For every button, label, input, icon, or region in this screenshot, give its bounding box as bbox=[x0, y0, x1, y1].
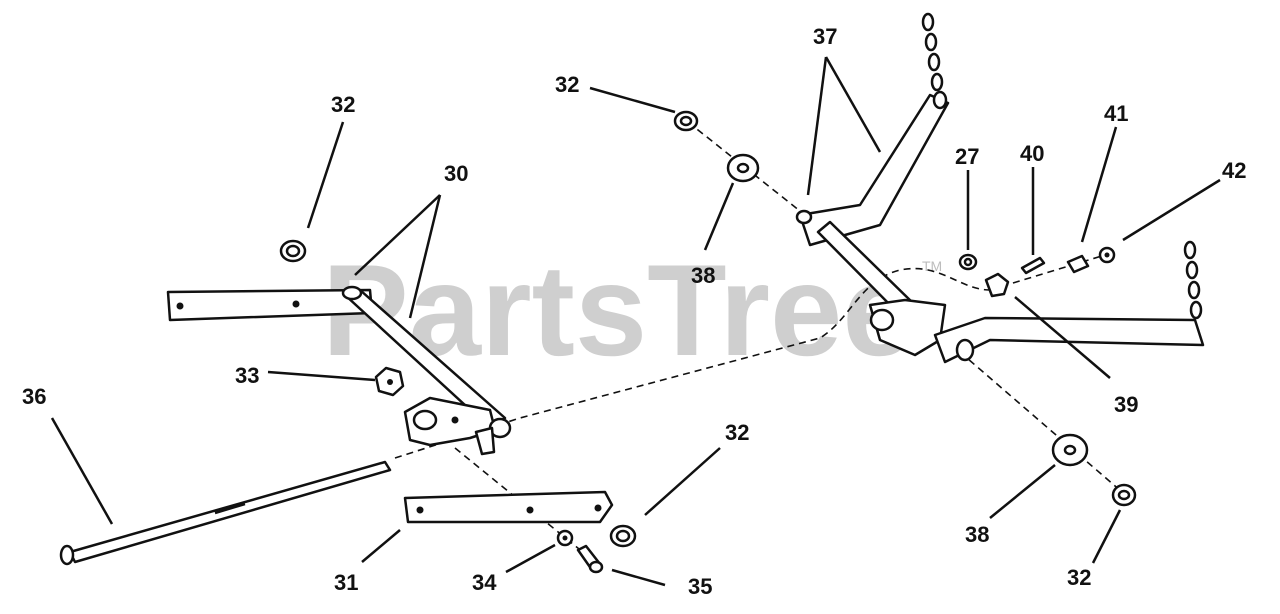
part-32-washer-upper-left bbox=[279, 239, 307, 263]
part-27-washer bbox=[958, 253, 978, 271]
part-33-hex-nut bbox=[374, 366, 405, 397]
part-32-washer-top-middle bbox=[673, 110, 699, 132]
part-38-washer-lower-right bbox=[1051, 433, 1089, 467]
callout-40: 40 bbox=[1020, 141, 1044, 166]
callout-32-upper-left: 32 bbox=[331, 92, 355, 117]
callout-30: 30 bbox=[444, 161, 468, 186]
callout-labels: 32 30 33 36 31 34 35 32 32 38 37 27 40 4… bbox=[22, 24, 1246, 599]
part-34-small-nut bbox=[556, 529, 574, 547]
part-41-bushing bbox=[1066, 254, 1090, 274]
part-39-block bbox=[984, 272, 1010, 298]
part-36-long-rod bbox=[59, 460, 392, 566]
part-30-rod bbox=[341, 285, 507, 430]
callout-27: 27 bbox=[955, 144, 979, 169]
part-37-upper-arm bbox=[795, 93, 950, 247]
part-42-nut bbox=[1098, 246, 1116, 264]
callout-31: 31 bbox=[334, 570, 358, 595]
part-38-washer-top bbox=[726, 153, 760, 183]
callout-32-lower-middle: 32 bbox=[725, 420, 749, 445]
callout-39: 39 bbox=[1114, 392, 1138, 417]
part-32-washer-lower-right bbox=[1111, 483, 1137, 507]
watermark-trademark: TM bbox=[922, 258, 942, 274]
part-37-lower-arm bbox=[933, 316, 1205, 364]
callout-35: 35 bbox=[688, 574, 712, 599]
part-31-bar bbox=[403, 490, 614, 524]
callout-38-top: 38 bbox=[691, 263, 715, 288]
callout-33: 33 bbox=[235, 363, 259, 388]
part-37-lower-chain bbox=[1183, 240, 1203, 320]
callout-34: 34 bbox=[472, 570, 497, 595]
part-35-bolt bbox=[576, 544, 604, 574]
callout-32-top-middle: 32 bbox=[555, 72, 579, 97]
part-37-upper-chain bbox=[921, 12, 948, 110]
callout-41: 41 bbox=[1104, 101, 1128, 126]
callout-37: 37 bbox=[813, 24, 837, 49]
callout-38-lower-right: 38 bbox=[965, 522, 989, 547]
part-30-bracket bbox=[403, 396, 512, 456]
callout-42: 42 bbox=[1222, 158, 1246, 183]
part-40-pin bbox=[1020, 256, 1046, 275]
part-32-washer-lower-middle bbox=[609, 524, 637, 548]
callout-32-lower-right: 32 bbox=[1067, 565, 1091, 590]
callout-36: 36 bbox=[22, 384, 46, 409]
leader-lines bbox=[50, 56, 1221, 587]
